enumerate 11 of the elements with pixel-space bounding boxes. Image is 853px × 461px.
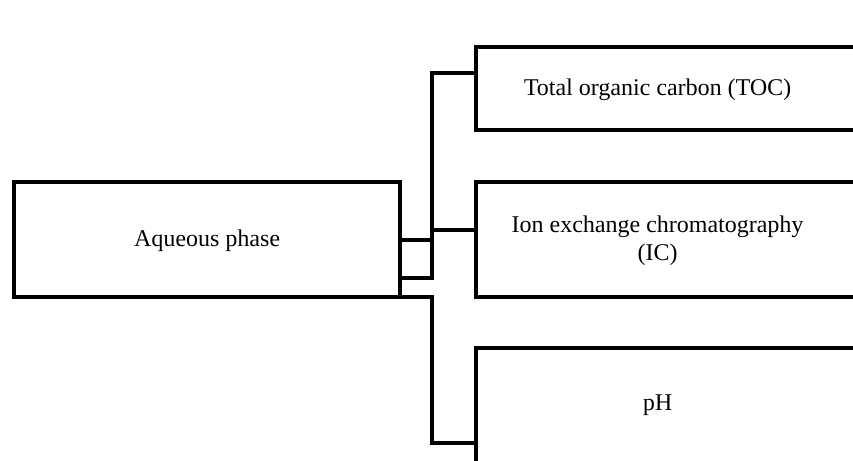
box-label: Total organic carbon (TOC) xyxy=(524,74,792,102)
box-label: Ion exchange chromatography (IC) xyxy=(510,212,804,268)
process-box xyxy=(474,45,853,132)
process-box xyxy=(474,180,853,299)
connector-line xyxy=(400,295,476,445)
connector-line xyxy=(400,228,476,280)
box-label: Aqueous phase xyxy=(134,226,280,254)
process-box xyxy=(474,346,853,461)
process-box xyxy=(12,180,402,299)
box-label: pH xyxy=(642,390,672,418)
connector-line xyxy=(400,71,476,242)
